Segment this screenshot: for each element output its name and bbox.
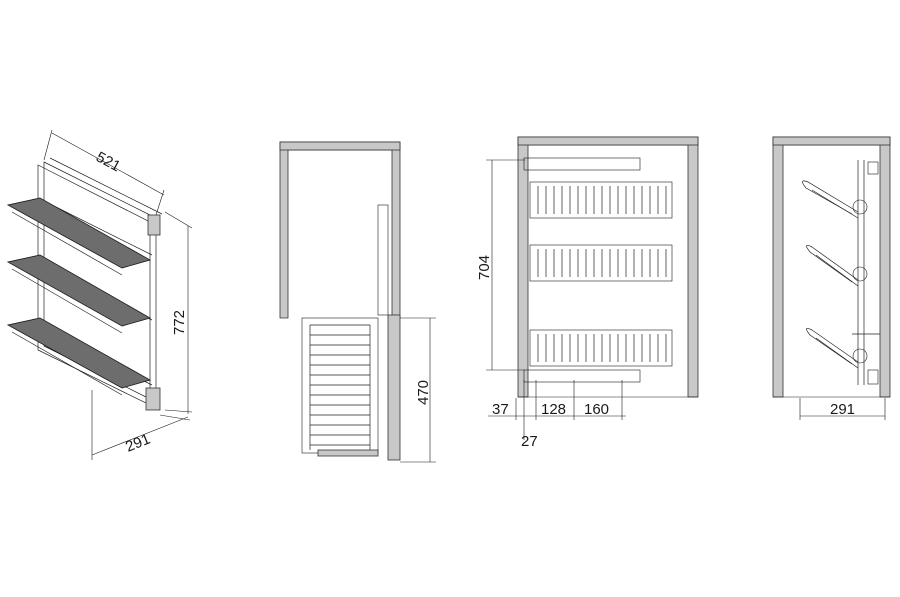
dim-label-27: 27 [521,433,538,450]
dim-label-291: 291 [123,431,153,456]
cabinet-shell [279,141,401,319]
dim-width-521: 521 [43,129,165,216]
pivot-icon [852,266,868,282]
bracket-bottom-icon [145,387,161,411]
dim-label-521: 521 [93,149,123,176]
dim-height-772: 772 [164,211,193,414]
side-hook-2 [806,245,868,287]
dim-extension-470: 470 [400,317,436,463]
dim-depth-291-side: 291 [799,398,886,420]
top-rail [523,157,641,171]
side-view-extended: 470 [279,141,436,463]
dim-label-291-side: 291 [830,401,855,418]
iso-shelf-2 [7,254,151,334]
pivot-icon [852,199,868,215]
door-panel [387,314,401,461]
iso-shelf-1 [7,197,151,276]
pivot-icon [852,348,868,364]
side-basket [301,317,379,457]
dim-label-160: 160 [584,401,609,418]
dim-label-128: 128 [541,401,566,418]
dim-label-772: 772 [171,310,188,335]
bracket-top-icon [147,214,161,236]
slide-rail [377,204,389,316]
side-hook-3 [806,328,880,369]
side-bracket-bottom-icon [867,369,879,385]
dim-height-704: 704 [476,159,525,371]
dim-label-37: 37 [492,401,509,418]
dim-label-470: 470 [415,380,432,405]
bottom-rail [523,369,641,383]
side-view-retracted: 291 [772,136,891,420]
side-hook-1 [802,180,868,219]
iso-shelf-3 [7,317,151,396]
iso-frame [37,157,163,411]
front-basket-1 [529,181,673,219]
dim-bottom-front: 37 27 128 160 [488,380,626,450]
cabinet-frame-front [517,136,699,398]
dim-label-704: 704 [476,255,493,280]
side-bracket-top-icon [867,161,879,175]
front-view: 704 37 27 128 160 [476,136,699,450]
isometric-view: 521 772 291 [7,129,193,460]
front-basket-3 [529,329,673,367]
front-basket-2 [529,244,673,282]
